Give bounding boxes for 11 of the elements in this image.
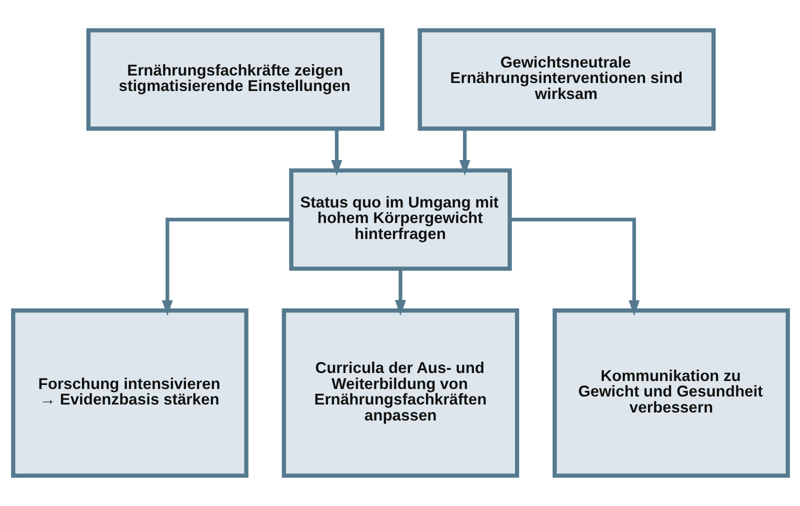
node-box: Kommunikation zu Gewicht und Gesundheit verbessern <box>552 308 790 478</box>
arrow <box>509 218 640 316</box>
node-box: Curricula der Aus- und Weiterbildung von Ernährungsfachkräften anpassen <box>281 308 519 478</box>
arrow <box>394 268 406 316</box>
arrow <box>330 128 342 176</box>
arrow <box>458 128 470 176</box>
node-box: Ernährungsfachkräfte zeigen stigmatisierende Einstellungen <box>86 28 384 131</box>
node-box: Forschung intensivieren → Evidenzbasis stärken <box>10 308 248 478</box>
arrow <box>161 218 291 316</box>
node-box: Status quo im Umgang mit hohem Körpergewicht hinterfragen <box>288 168 512 271</box>
node-box: Gewichtsneutrale Ernährungsinterventionen sind wirksam <box>417 28 716 131</box>
